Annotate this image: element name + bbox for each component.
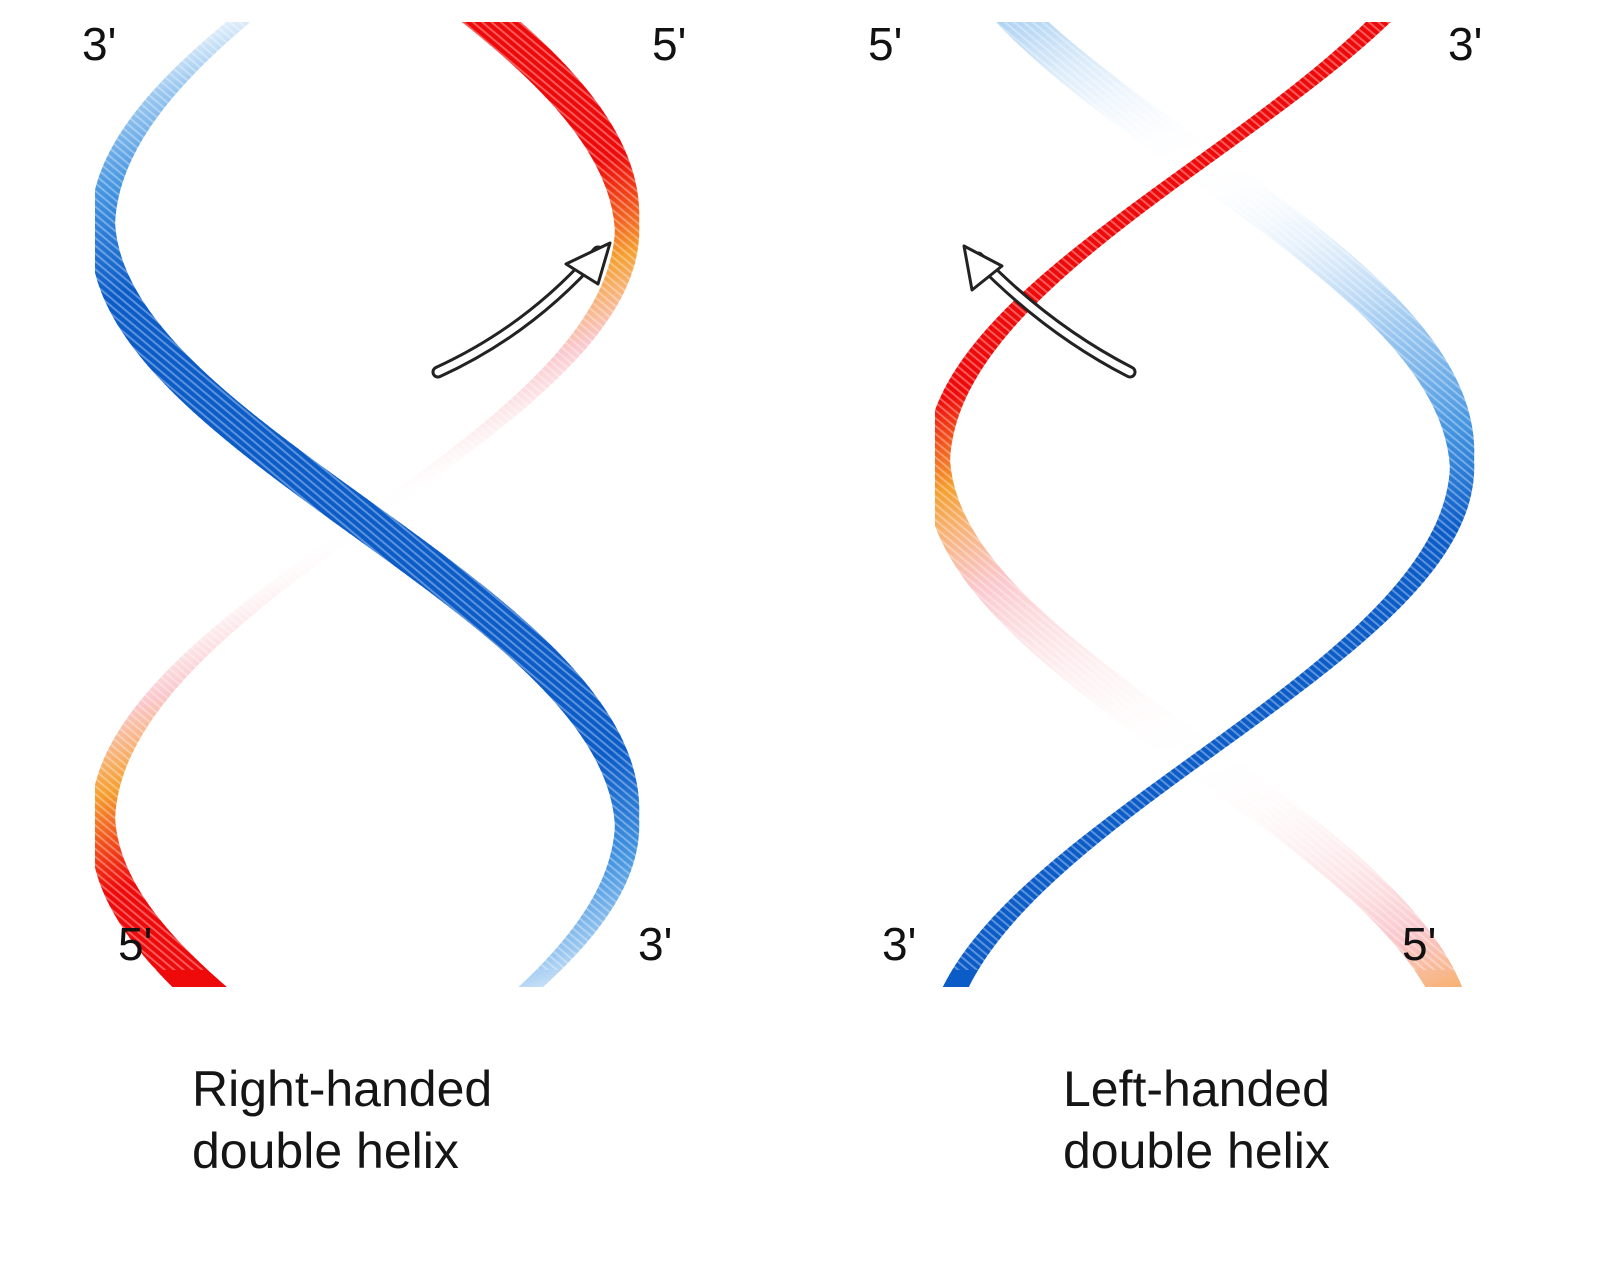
blue-strand-segment (983, 0, 1025, 13)
strand-end-label-top-right: 3' (1448, 18, 1482, 70)
strand-end-label-bottom-right: 3' (638, 918, 672, 970)
red-strand-segment (212, 983, 227, 987)
red-strand-segment (1420, 967, 1456, 985)
red-strand-segment (461, 22, 465, 23)
red-strand-segment (432, 0, 482, 4)
blue-strand-segment (521, 965, 566, 985)
red-strand-segment (1374, 0, 1416, 13)
strand-end-label-bottom-left: 3' (882, 918, 916, 970)
strand-end-label-top-left: 3' (82, 18, 116, 70)
red-strand-segment (1383, 0, 1424, 4)
blue-strand-segment (956, 981, 972, 987)
strand-end-label-top-left: 5' (868, 18, 902, 70)
blue-strand-segment (979, 0, 1021, 9)
blue-strand-segment (987, 0, 1030, 18)
red-strand-segment (1444, 981, 1463, 987)
red-strand-segment (168, 969, 214, 987)
ribbon-texture (95, 22, 655, 970)
caption-line-2: double helix (1063, 1123, 1330, 1179)
blue-strand-segment (518, 969, 562, 987)
red-strand-segment (1370, 0, 1413, 18)
red-strand-segment (450, 0, 499, 18)
blue-strand-segment (975, 0, 1016, 4)
red-strand-segment (444, 0, 493, 13)
red-strand-segment (1379, 0, 1421, 9)
blue-strand-segment (225, 22, 228, 23)
red-strand-segment (1423, 972, 1459, 987)
blue-strand-segment (249, 0, 299, 4)
strand-end-label-top-right: 5' (652, 18, 686, 70)
blue-strand-segment (520, 974, 557, 987)
red-strand-segment (176, 974, 219, 987)
blue-strand-segment (243, 0, 293, 9)
blue-strand-segment (945, 976, 975, 987)
blue-strand-segment (231, 0, 280, 18)
right-handed-caption: Right-handed double helix (192, 1058, 492, 1182)
right-handed-helix (95, 0, 655, 987)
red-strand-segment (438, 0, 488, 9)
red-strand-segment (194, 978, 224, 987)
curved-arrow-up-left-icon (962, 244, 1137, 379)
blue-strand-segment (536, 983, 547, 987)
blue-strand-segment (528, 978, 552, 987)
helix-front-segments (935, 0, 1500, 987)
strand-end-label-bottom-right: 5' (1402, 918, 1436, 970)
blue-strand-segment (995, 22, 999, 23)
helix-front-segments (95, 0, 655, 987)
caption-line-2: double helix (192, 1123, 459, 1179)
blue-strand-segment (944, 967, 980, 985)
blue-strand-segment (237, 0, 286, 13)
left-handed-caption: Left-handed double helix (1063, 1058, 1330, 1182)
caption-line-1: Left-handed (1063, 1061, 1330, 1117)
caption-line-1: Right-handed (192, 1061, 493, 1117)
red-strand-segment (1460, 986, 1463, 987)
blue-strand-segment (942, 972, 977, 987)
ribbon-texture (935, 22, 1500, 970)
red-strand-segment (1365, 22, 1367, 23)
curved-arrow-up-right-icon (431, 241, 612, 379)
red-strand-segment (164, 965, 209, 985)
left-handed-helix (935, 0, 1500, 987)
blue-strand-segment (967, 986, 970, 987)
strand-end-label-bottom-left: 5' (118, 918, 152, 970)
